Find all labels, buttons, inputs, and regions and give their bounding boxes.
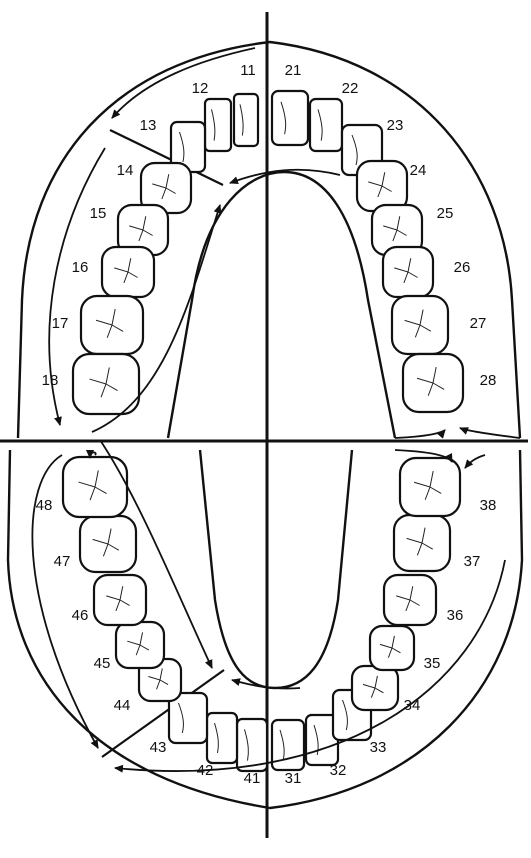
arrow-lower-right-start xyxy=(86,449,97,459)
tooth-label-17: 17 xyxy=(52,315,69,332)
arrow-lower-right-side xyxy=(31,454,99,749)
tooth-label-41: 41 xyxy=(244,770,261,787)
tooth-28 xyxy=(401,352,465,414)
tooth-46 xyxy=(92,573,148,627)
tooth-label-34: 34 xyxy=(404,697,421,714)
tooth-label-48: 48 xyxy=(36,497,53,514)
tooth-label-42: 42 xyxy=(197,762,214,779)
tooth-18 xyxy=(71,352,141,416)
tooth-31 xyxy=(270,718,306,772)
tooth-37 xyxy=(392,513,452,573)
tongue-outline xyxy=(198,449,354,690)
tooth-24 xyxy=(355,159,409,213)
tooth-label-14: 14 xyxy=(117,162,134,179)
tooth-label-15: 15 xyxy=(90,205,107,222)
tooth-label-22: 22 xyxy=(342,80,359,97)
tooth-label-36: 36 xyxy=(447,607,464,624)
tooth-16 xyxy=(100,245,156,299)
tooth-label-43: 43 xyxy=(150,739,167,756)
palate-outline xyxy=(166,170,397,439)
divider-upper-right xyxy=(109,129,224,186)
tooth-38 xyxy=(398,456,462,518)
tooth-34 xyxy=(350,664,400,712)
tooth-label-44: 44 xyxy=(114,697,131,714)
tooth-label-31: 31 xyxy=(285,770,302,787)
tooth-label-45: 45 xyxy=(94,655,111,672)
tooth-27 xyxy=(390,294,450,356)
arrow-upper-right-side xyxy=(48,147,106,426)
arrow-upper-left-inner xyxy=(229,168,341,184)
tooth-11 xyxy=(232,92,260,148)
arrow-lower-left-inner xyxy=(394,449,453,463)
arrow-lower-right-tongue xyxy=(231,678,301,690)
tooth-label-12: 12 xyxy=(192,80,209,97)
labels-group: 11 12 13 14 15 16 17 18 21 22 23 24 25 26 27 28 31 32 33 34… xyxy=(36,62,497,787)
tooth-42 xyxy=(205,711,239,765)
tooth-45 xyxy=(114,620,166,670)
tooth-label-47: 47 xyxy=(54,553,71,570)
tooth-35 xyxy=(368,624,416,672)
tooth-label-35: 35 xyxy=(424,655,441,672)
arrow-lower-left-outer xyxy=(114,559,506,773)
upper-gum-outer xyxy=(16,40,522,439)
tooth-label-28: 28 xyxy=(480,372,497,389)
tooth-label-13: 13 xyxy=(140,117,157,134)
divider-lower-right xyxy=(101,669,225,758)
arrow-upper-left-outer xyxy=(459,427,521,439)
tooth-label-38: 38 xyxy=(480,497,497,514)
arrow-lower-right-inner xyxy=(99,439,213,669)
arrow-lower-left-start xyxy=(464,454,486,469)
tooth-26 xyxy=(381,245,435,299)
tooth-43 xyxy=(167,691,209,745)
tooth-label-33: 33 xyxy=(370,739,387,756)
tooth-21 xyxy=(270,89,310,147)
tooth-label-18: 18 xyxy=(42,372,59,389)
tooth-label-46: 46 xyxy=(72,607,89,624)
tooth-label-24: 24 xyxy=(410,162,427,179)
tooth-label-27: 27 xyxy=(470,315,487,332)
lower-gum-outer xyxy=(6,449,524,810)
tooth-48 xyxy=(61,455,129,519)
arrows-group xyxy=(31,47,521,773)
teeth-group xyxy=(61,89,465,773)
tooth-label-23: 23 xyxy=(387,117,404,134)
tooth-label-32: 32 xyxy=(330,762,347,779)
tooth-22 xyxy=(308,97,344,153)
tooth-12 xyxy=(203,97,233,153)
tooth-17 xyxy=(79,294,145,356)
arrow-upper-left-side xyxy=(394,429,446,439)
tooth-label-26: 26 xyxy=(454,259,471,276)
arrow-upper-right-inner xyxy=(91,204,222,433)
tooth-label-37: 37 xyxy=(464,553,481,570)
tooth-label-11: 11 xyxy=(240,62,256,79)
tooth-label-16: 16 xyxy=(72,259,89,276)
tooth-label-21: 21 xyxy=(285,62,302,79)
tooth-36 xyxy=(382,573,438,627)
tooth-label-25: 25 xyxy=(437,205,454,222)
arrow-upper-outer xyxy=(111,47,256,119)
tooth-47 xyxy=(78,514,138,574)
